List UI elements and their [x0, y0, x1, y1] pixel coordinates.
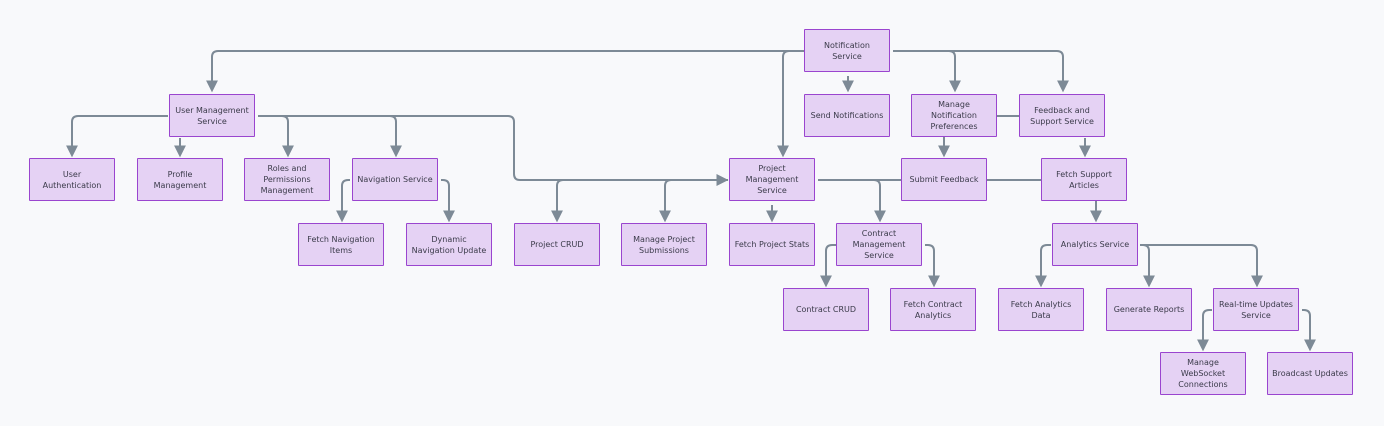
node-profile-management[interactable]: Profile Management — [137, 158, 223, 201]
node-feedback-support-service[interactable]: Feedback and Support Service — [1019, 94, 1105, 137]
edge-notification-to-project-management — [777, 50, 804, 158]
node-generate-reports[interactable]: Generate Reports — [1106, 288, 1192, 331]
node-fetch-support-articles[interactable]: Fetch Support Articles — [1041, 158, 1127, 201]
node-send-notifications[interactable]: Send Notifications — [804, 94, 890, 137]
edge-user-management-to-navigation-service — [258, 115, 402, 158]
edge-contract-management-to-fetch-contract-analytics — [925, 244, 940, 288]
node-dynamic-navigation-update[interactable]: Dynamic Navigation Update — [406, 223, 492, 266]
node-analytics-service[interactable]: Analytics Service — [1052, 223, 1138, 266]
node-contract-management-service[interactable]: Contract Management Service — [836, 223, 922, 266]
edge-analytics-to-fetch-analytics-data — [1035, 244, 1051, 288]
node-realtime-updates-service[interactable]: Real-time Updates Service — [1213, 288, 1299, 331]
node-fetch-contract-analytics[interactable]: Fetch Contract Analytics — [890, 288, 976, 331]
edge-navigation-to-fetch-navigation-items — [336, 179, 350, 223]
edge-notification-to-feedback-support — [893, 50, 1069, 93]
node-submit-feedback[interactable]: Submit Feedback — [901, 158, 987, 201]
edge-user-management-to-roles-permissions — [258, 115, 294, 158]
node-fetch-analytics-data[interactable]: Fetch Analytics Data — [998, 288, 1084, 331]
node-notification-service[interactable]: Notification Service — [804, 29, 890, 72]
edge-user-management-to-project-management — [258, 115, 729, 186]
node-project-management-service[interactable]: Project Management Service — [729, 158, 815, 201]
edge-user-management-to-user-authentication — [66, 115, 168, 158]
edge-realtime-to-manage-websocket — [1197, 309, 1212, 352]
node-roles-permissions-management[interactable]: Roles and Permissions Management — [244, 158, 330, 201]
edge-analytics-to-realtime-updates — [1140, 244, 1263, 288]
edge-project-management-to-manage-submissions — [659, 179, 728, 223]
edge-contract-management-to-contract-crud — [820, 244, 836, 288]
edge-analytics-to-generate-reports — [1140, 244, 1155, 288]
node-broadcast-updates[interactable]: Broadcast Updates — [1267, 352, 1353, 395]
node-contract-crud[interactable]: Contract CRUD — [783, 288, 869, 331]
node-fetch-project-stats[interactable]: Fetch Project Stats — [729, 223, 815, 266]
node-navigation-service[interactable]: Navigation Service — [352, 158, 438, 201]
node-user-authentication[interactable]: User Authentication — [29, 158, 115, 201]
node-manage-notification-preferences[interactable]: Manage Notification Preferences — [911, 94, 997, 137]
edge-realtime-to-broadcast-updates — [1302, 309, 1316, 352]
edge-notification-to-user-management — [206, 50, 804, 93]
node-manage-project-submissions[interactable]: Manage Project Submissions — [621, 223, 707, 266]
node-project-crud[interactable]: Project CRUD — [514, 223, 600, 266]
node-fetch-navigation-items[interactable]: Fetch Navigation Items — [298, 223, 384, 266]
node-manage-websocket-connections[interactable]: Manage WebSocket Connections — [1160, 352, 1246, 395]
edge-project-management-to-project-crud — [551, 179, 728, 223]
edge-project-management-to-contract-management — [818, 179, 886, 223]
edge-navigation-to-dynamic-navigation-update — [441, 179, 455, 223]
node-user-management-service[interactable]: User Management Service — [169, 94, 255, 137]
edge-notification-to-manage-preferences — [893, 50, 961, 93]
